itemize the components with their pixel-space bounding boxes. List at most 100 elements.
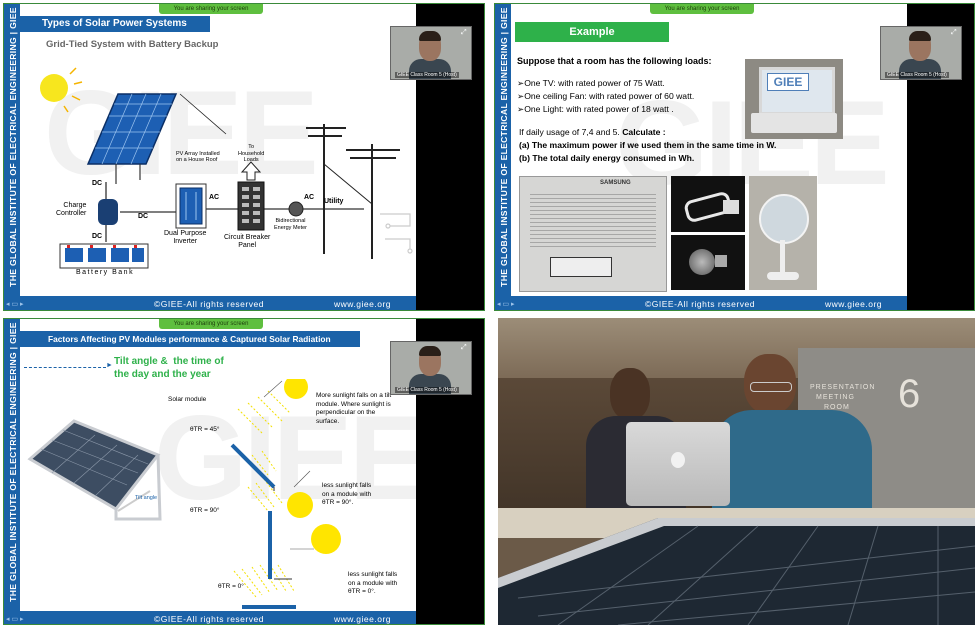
question-b: (b) The total daily energy consumed in W… xyxy=(519,153,695,163)
solar-panel-photo xyxy=(498,518,975,625)
person-right-body xyxy=(712,410,872,520)
expand-icon[interactable]: ⤢ xyxy=(461,344,467,351)
label-dc-2: DC xyxy=(138,213,149,220)
classroom-camera-photo: PRESENTATION MEETING ROOM 6 xyxy=(498,318,975,625)
dashed-arrow xyxy=(24,367,106,368)
label-battery-bank: Battery Bank xyxy=(76,269,135,276)
slide-footer: ©GIEE-All rights reserved www.giee.org xyxy=(4,611,416,624)
screen-share-panel-2: GIEE THE GLOBAL INSTITUTE OF ELECTRICAL … xyxy=(494,3,975,311)
side-banner-text: THE GLOBAL INSTITUTE OF ELECTRICAL ENGIN… xyxy=(499,7,509,287)
slide-nav-icons[interactable]: ◂ ▭ ▸ xyxy=(497,301,515,308)
label-tilt-angle: Tilt angle xyxy=(135,495,158,501)
sharing-banner[interactable]: You are sharing your screen xyxy=(159,319,263,329)
label-utility: Utility xyxy=(324,198,344,205)
slide-subtitle: Grid-Tied System with Battery Backup xyxy=(46,39,219,50)
slide-footer: ©GIEE-All rights reserved www.giee.org xyxy=(495,296,907,310)
video-thumbnail[interactable]: ⤢ GIEE Class Room 5 (Host) xyxy=(880,26,962,80)
side-banner: THE GLOBAL INSTITUTE OF ELECTRICAL ENGIN… xyxy=(495,4,511,296)
example-intro: Suppose that a room has the following lo… xyxy=(517,56,712,66)
sign-line-2: MEETING xyxy=(816,394,855,401)
side-banner: THE GLOBAL INSTITUTE OF ELECTRICAL ENGIN… xyxy=(4,319,20,611)
video-thumbnail[interactable]: ⤢ GIEE Class Room 5 (Host) xyxy=(390,341,472,395)
sharing-banner[interactable]: You are sharing your screen xyxy=(650,4,754,14)
label-pv-array: PV Array Installed on a House Roof xyxy=(176,151,220,163)
label-breaker-panel: Circuit Breaker Panel xyxy=(224,234,271,249)
thumbnail-label: GIEE Class Room 5 (Host) xyxy=(885,72,949,78)
slide-nav-icons[interactable]: ◂ ▭ ▸ xyxy=(6,616,24,623)
footer-copyright: ©GIEE-All rights reserved xyxy=(154,299,264,309)
label-angle-90: θTR = 90° xyxy=(190,507,220,514)
cfl-bulb-photo xyxy=(671,176,745,232)
footer-website: www.giee.org xyxy=(334,614,392,624)
load-item-tv: ➢One TV: with rated power of 75 Watt. xyxy=(517,78,665,88)
sun-icon xyxy=(40,67,83,113)
screen-share-panel-1: GIEE THE GLOBAL INSTITUTE OF ELECTRICAL … xyxy=(3,3,485,311)
expand-icon[interactable]: ⤢ xyxy=(951,29,957,36)
side-banner: THE GLOBAL INSTITUTE OF ELECTRICAL ENGIN… xyxy=(4,4,20,296)
label-solar-module: Solar module xyxy=(168,396,207,403)
sun-icon xyxy=(284,379,308,399)
sun-icon xyxy=(287,492,313,518)
label-ac-1: AC xyxy=(209,194,220,201)
utility-pole-icon xyxy=(306,124,400,259)
incandescent-bulb-photo xyxy=(671,235,745,290)
tv-label-photo: SAMSUNG xyxy=(519,176,667,292)
footer-copyright: ©GIEE-All rights reserved xyxy=(645,299,755,309)
laptop-photo: GIEE xyxy=(745,59,843,139)
pv-array-icon xyxy=(86,93,178,184)
label-energy-meter: Bidirectional Energy Meter xyxy=(274,218,308,231)
side-banner-text: THE GLOBAL INSTITUTE OF ELECTRICAL ENGIN… xyxy=(8,7,18,287)
label-inverter: Dual Purpose Inverter xyxy=(164,230,207,245)
screen-share-panel-3: GIEE THE GLOBAL INSTITUTE OF ELECTRICAL … xyxy=(3,318,485,625)
sharing-banner[interactable]: You are sharing your screen xyxy=(159,4,263,14)
slide-factors-pv: GIEE THE GLOBAL INSTITUTE OF ELECTRICAL … xyxy=(4,319,416,624)
person-left-head xyxy=(610,368,650,420)
slide-nav-icons[interactable]: ◂ ▭ ▸ xyxy=(6,301,24,308)
slide-title: Factors Affecting PV Modules performance… xyxy=(20,331,360,347)
usage-calculate: Calculate : xyxy=(622,127,666,137)
label-ac-2: AC xyxy=(304,194,315,201)
watermark: GIEE xyxy=(154,391,416,525)
note-tilt: More sunlight falls on a tilt module. Wh… xyxy=(316,392,392,425)
charge-controller-icon xyxy=(98,199,118,225)
slide-grid-tied-system: GIEE THE GLOBAL INSTITUTE OF ELECTRICAL … xyxy=(4,4,416,310)
tilt-angle-diagram xyxy=(27,379,341,609)
thumbnail-label: GIEE Class Room 5 (Host) xyxy=(395,387,459,393)
load-item-light: ➢One Light: with rated power of 18 watt … xyxy=(517,104,674,114)
sign-line-3: ROOM xyxy=(824,404,850,411)
label-dc-3: DC xyxy=(92,233,103,240)
battery-bank-icon xyxy=(59,243,149,269)
expand-icon[interactable]: ⤢ xyxy=(461,29,467,36)
video-thumbnail[interactable]: ⤢ GIEE Class Room 5 (Host) xyxy=(390,26,472,80)
label-angle-0: θTR = 0° xyxy=(218,583,244,590)
note-vertical: less sunlight falls on a module with θTR… xyxy=(322,482,372,506)
sign-line-1: PRESENTATION xyxy=(810,384,876,391)
breaker-panel-icon xyxy=(237,161,265,231)
fan-photo xyxy=(749,176,817,290)
arrow-head-icon: ► xyxy=(106,362,113,369)
inverter-icon xyxy=(175,183,207,229)
solar-module-frame-icon xyxy=(27,419,162,521)
load-item-fan: ➢One ceiling Fan: with rated power of 60… xyxy=(517,91,695,101)
note-flat: less sunlight falls on a module with θTR… xyxy=(348,571,398,595)
question-a: (a) The maximum power if we used them in… xyxy=(519,140,777,150)
usage-prefix: If daily usage of 7,4 and 5. xyxy=(519,127,623,137)
energy-meter-icon xyxy=(288,201,304,217)
slide-footer: ©GIEE-All rights reserved www.giee.org xyxy=(4,296,416,310)
footer-website: www.giee.org xyxy=(825,299,883,309)
laptop-icon xyxy=(626,422,730,506)
slide-title: Types of Solar Power Systems xyxy=(20,16,210,32)
slide-example: GIEE THE GLOBAL INSTITUTE OF ELECTRICAL … xyxy=(495,4,907,310)
label-charge-controller: Charge Controller xyxy=(56,202,87,217)
sun-icon xyxy=(311,524,341,554)
room-number-sign: 6 xyxy=(898,372,921,416)
label-household-loads: To Household Loads xyxy=(238,144,265,163)
side-banner-text: THE GLOBAL INSTITUTE OF ELECTRICAL ENGIN… xyxy=(8,322,18,602)
slide-title: Example xyxy=(515,22,669,42)
tilt-heading: Tilt angle & the time of the day and the… xyxy=(114,356,224,380)
footer-copyright: ©GIEE-All rights reserved xyxy=(154,614,264,624)
thumbnail-label: GIEE Class Room 5 (Host) xyxy=(395,72,459,78)
laptop-label: GIEE xyxy=(767,73,809,91)
label-angle-45: θTR = 45° xyxy=(190,426,220,433)
label-dc-1: DC xyxy=(92,180,103,187)
